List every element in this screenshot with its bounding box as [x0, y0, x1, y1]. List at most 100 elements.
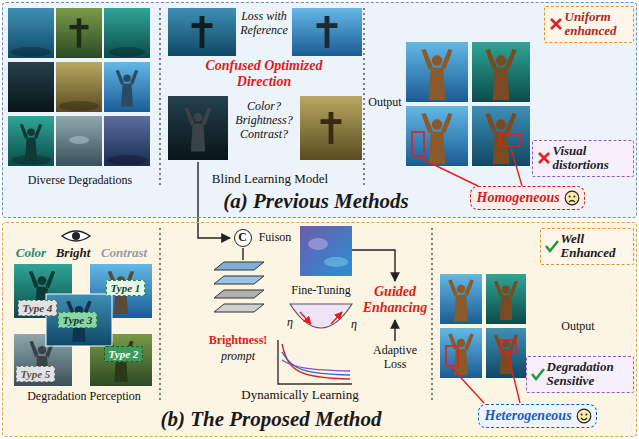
- output-image: [485, 49, 516, 100]
- training-image: [192, 16, 213, 48]
- degraded-image-grid: [69, 136, 89, 144]
- prompt-stack: [214, 304, 264, 312]
- leader-line: [508, 354, 520, 403]
- output-label: Output: [368, 96, 401, 110]
- degraded-image-grid: [59, 101, 99, 111]
- output-image: [406, 42, 530, 166]
- output-image: [440, 274, 526, 378]
- fusion-image: [300, 226, 352, 276]
- degraded-image-grid: [104, 8, 150, 58]
- eye-icon: [62, 231, 90, 241]
- loss-landscape: [331, 312, 342, 324]
- emphasis-text: Guided Enhancing: [359, 284, 431, 316]
- fusion-image: [308, 238, 328, 250]
- section-caption: Blind Learning Model: [212, 172, 328, 187]
- section-separator: [159, 8, 160, 188]
- leader-line: [452, 354, 520, 403]
- type-tag: Type 3: [58, 312, 98, 329]
- type-tag: Type 4: [18, 300, 58, 317]
- prompt-label: Brightness!: [209, 334, 268, 348]
- degraded-image-grid: [8, 62, 54, 112]
- degraded-image-grid: [56, 116, 102, 166]
- box-label: Type 2: [109, 348, 139, 361]
- loss-curve-chart: [278, 340, 352, 384]
- loss-landscape: [290, 304, 352, 328]
- panel-title: (b) The Proposed Method: [160, 407, 381, 431]
- output-image: [494, 335, 518, 374]
- training-image: [185, 107, 212, 151]
- output-image: [485, 113, 516, 164]
- degraded-image-grid: [56, 8, 102, 58]
- check-mark: [530, 366, 546, 382]
- panel-ground: [2, 2, 637, 218]
- leader-line: [420, 158, 478, 186]
- face-icon: [564, 190, 580, 206]
- output-image: [406, 106, 468, 166]
- degraded-image-grid: [109, 47, 145, 57]
- loss-curve-chart: [282, 352, 350, 375]
- flow-arrow: [394, 320, 395, 341]
- section-separator: [363, 8, 364, 188]
- degraded-image-grid: [69, 18, 88, 47]
- cross-mark: [551, 19, 561, 29]
- training-image: [168, 96, 228, 160]
- output-image: [486, 274, 526, 324]
- fusion-image: [324, 257, 348, 267]
- verdict-box: Visual distortions: [532, 140, 634, 178]
- prompt-stack: [214, 290, 264, 298]
- verdict-box: Uniform enhanced: [544, 6, 634, 44]
- cross-mark: [536, 150, 552, 166]
- box-label: Heterogeneous: [485, 408, 572, 424]
- concat-circle: C: [234, 229, 252, 247]
- training-image: [168, 8, 362, 160]
- symbol-label: η: [287, 316, 293, 330]
- prompt-stack: [214, 276, 264, 284]
- face-icon: [581, 418, 587, 420]
- type-tag: Type 5: [16, 366, 56, 383]
- output-label: Output: [561, 320, 594, 334]
- loss-label: Adaptive Loss: [368, 344, 422, 372]
- eye-icon: [72, 232, 80, 240]
- face-icon: [569, 200, 575, 202]
- output-image: [440, 328, 482, 378]
- box-label: Type 4: [23, 302, 53, 315]
- detail-mark: [446, 346, 458, 366]
- distortion-mark: [412, 132, 520, 156]
- face-icon: [573, 195, 575, 197]
- detail-mark: [446, 340, 516, 366]
- box-label: Uniform enhanced: [565, 10, 627, 40]
- check-mark: [532, 369, 544, 379]
- loss-curve-chart: [282, 344, 350, 379]
- fusion-image: [300, 226, 352, 276]
- prompt-stack: [214, 262, 264, 270]
- cross-mark: [548, 16, 564, 32]
- summary-box: Homogeneous: [470, 186, 585, 210]
- cross-mark: [539, 153, 549, 163]
- panel-band: (b) The Proposed MethodType 4Type 1Type …: [2, 222, 637, 437]
- face-icon: [565, 191, 579, 205]
- loss-landscape: [290, 304, 352, 328]
- face-icon: [580, 413, 582, 415]
- flow-arrow: [242, 248, 243, 260]
- type-tag: Type 2: [104, 346, 144, 363]
- training-image: [292, 8, 362, 56]
- box-label: Degradation Sensitive: [547, 360, 627, 390]
- face-icon: [585, 413, 587, 415]
- distortion-mark: [500, 134, 520, 146]
- degraded-image-grid: [8, 8, 54, 58]
- box-label: C: [235, 230, 251, 246]
- degraded-image-grid: [116, 70, 139, 107]
- training-image: [300, 96, 362, 160]
- check-mark: [546, 241, 558, 251]
- face-icon: [568, 195, 570, 197]
- output-image: [472, 106, 530, 166]
- box-label: Well Enhanced: [561, 232, 627, 262]
- degraded-image-grid: [20, 124, 43, 161]
- section-caption: Diverse Degradations: [28, 174, 132, 188]
- loss-curve-chart: [278, 340, 352, 384]
- question-text: Color? Brightness? Contrast?: [231, 100, 297, 141]
- loss-landscape: [300, 312, 311, 324]
- check-mark: [544, 238, 560, 254]
